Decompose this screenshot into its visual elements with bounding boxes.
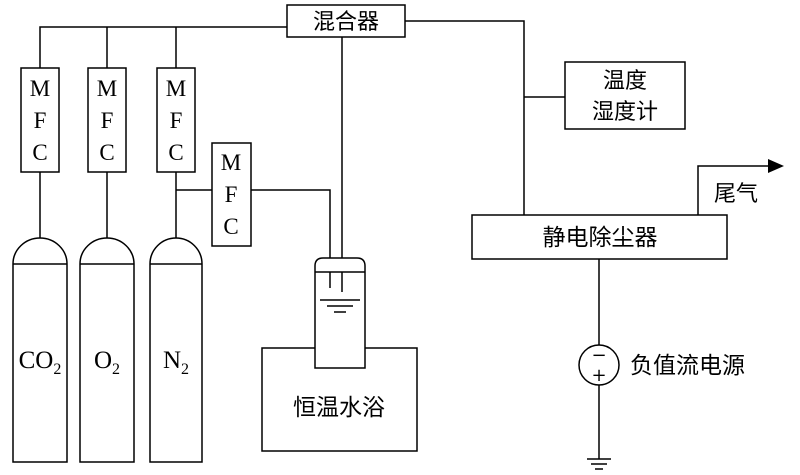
mfc-unit-1: M F C [20, 67, 60, 173]
cylinder-o2-label: O2 [94, 347, 120, 378]
mfc-4-letter-f: F [225, 182, 238, 207]
mfc-2-letter-m: M [97, 76, 117, 101]
temperature-humidity-meter: 温度 湿度计 [564, 61, 686, 130]
sensor-label-line2: 湿度计 [592, 100, 658, 125]
cylinder-co2-label: CO2 [19, 347, 62, 378]
cylinder-n2-subscript: 2 [181, 361, 189, 378]
pipe-mfc-manifold [39, 26, 287, 68]
precipitator-label: 静电除尘器 [543, 225, 658, 251]
exhaust-label: 尾气 [714, 182, 758, 207]
gas-cylinder-o2: O2 [79, 237, 135, 463]
water-bath-label: 恒温水浴 [293, 395, 385, 421]
power-supply-label: 负值流电源 [630, 353, 745, 379]
mfc-3-letter-c: C [168, 140, 183, 165]
gas-cylinder-co2: CO2 [12, 237, 68, 463]
mfc-3-letter-f: F [170, 108, 183, 133]
cylinder-co2-subscript: 2 [53, 361, 61, 378]
cylinder-n2-label: N2 [163, 347, 189, 378]
cylinder-o2-formula: O [94, 347, 112, 374]
pipe-mixer-to-precipitator [405, 20, 525, 215]
mfc-2-letter-f: F [101, 108, 114, 133]
mfc-unit-3: M F C [156, 67, 196, 173]
pipe-exhaust [697, 165, 772, 215]
exhaust-arrow-icon [768, 159, 784, 173]
humidifier-bottle [314, 257, 366, 369]
mfc-unit-4: M F C [211, 142, 252, 247]
mfc-unit-2: M F C [87, 67, 127, 173]
cylinder-n2-formula: N [163, 347, 181, 374]
pipes [39, 20, 772, 459]
sensor-label-line1: 温度 [603, 69, 647, 94]
gas-cylinder-n2: N2 [149, 237, 203, 463]
electrostatic-precipitator: 静电除尘器 [471, 214, 728, 260]
mfc-2-letter-c: C [99, 140, 114, 165]
power-supply-minus: − [591, 345, 606, 366]
power-supply-plus: + [591, 365, 606, 386]
mfc-1-letter-m: M [30, 76, 50, 101]
power-supply: − + 负值流电源 [578, 344, 745, 386]
cylinder-co2-formula: CO [19, 347, 54, 374]
mfc-1-letter-c: C [32, 140, 47, 165]
pipe-mfc4-to-bottle [251, 189, 331, 288]
mfc-1-letter-f: F [34, 108, 47, 133]
cylinder-o2-subscript: 2 [112, 361, 120, 378]
mfc-4-letter-m: M [221, 150, 241, 175]
mixer-label: 混合器 [313, 10, 379, 35]
power-supply-symbol [578, 344, 620, 386]
mfc-4-letter-c: C [223, 214, 238, 239]
mixer: 混合器 [286, 4, 406, 38]
ground-icon [587, 458, 611, 470]
mfc-3-letter-m: M [166, 76, 186, 101]
